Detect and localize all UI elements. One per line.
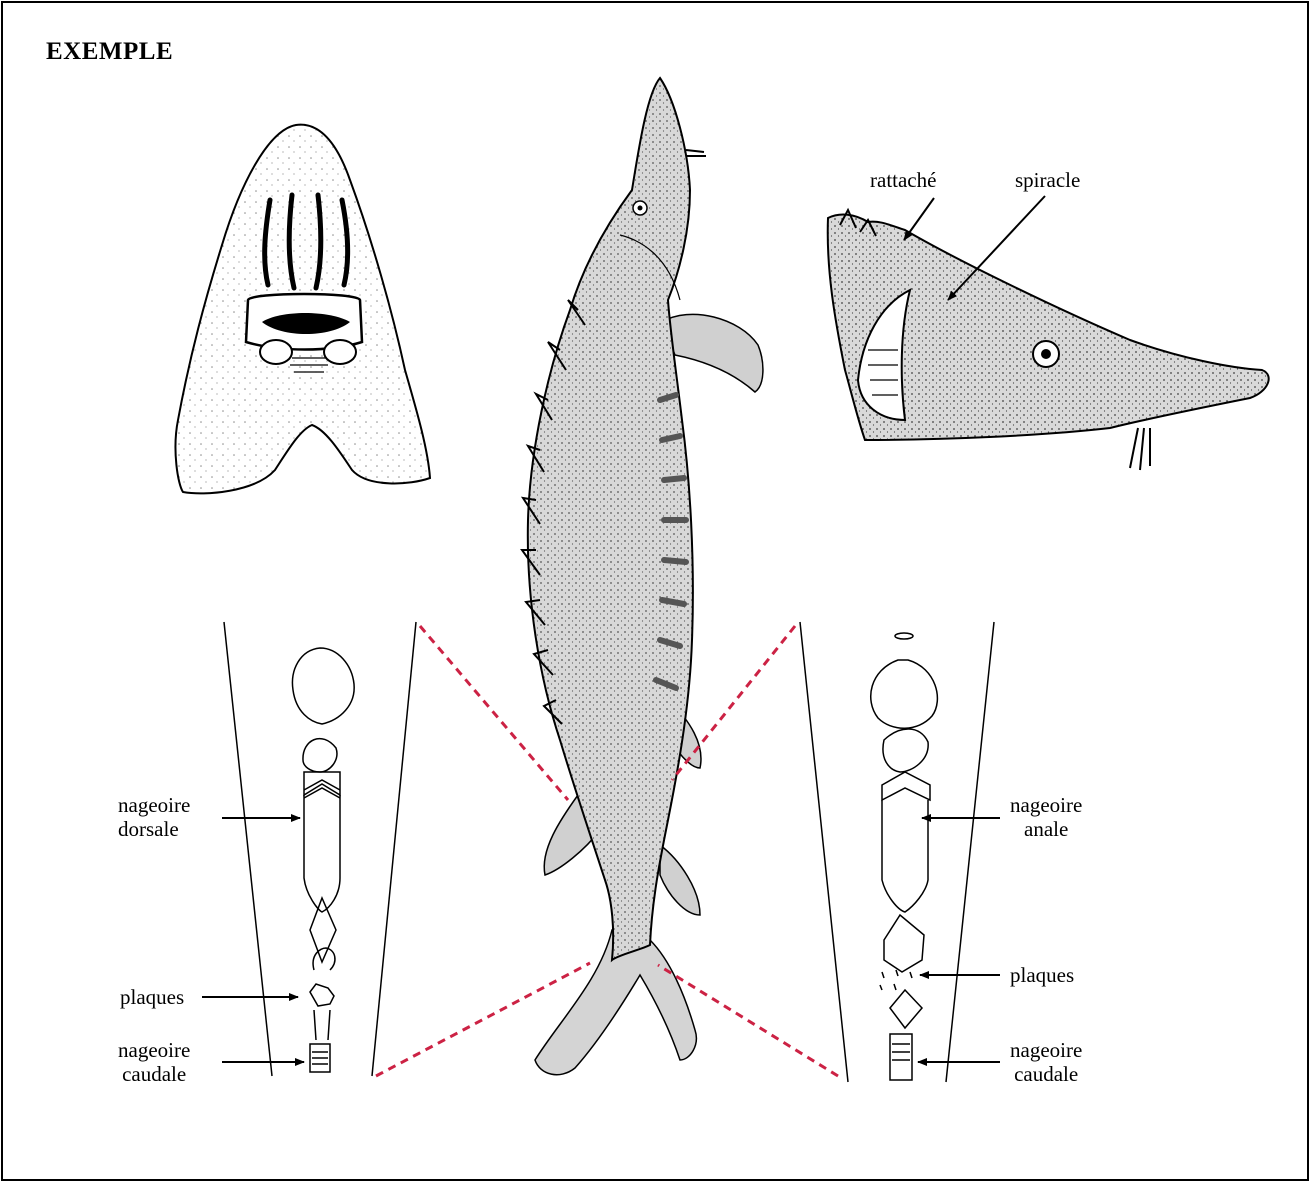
label-plates-left: plaques bbox=[120, 985, 184, 1009]
label-plates-right: plaques bbox=[1010, 963, 1074, 987]
label-dorsal-fin: nageoire dorsale bbox=[118, 793, 190, 841]
ventral-plate-detail-icon bbox=[800, 622, 994, 1082]
label-caudal-left: nageoire caudale bbox=[118, 1038, 190, 1086]
label-dorsal-fin-line1: nageoire bbox=[118, 793, 190, 817]
label-anal-fin-line2: anale bbox=[1010, 817, 1082, 841]
label-spiracle: spiracle bbox=[1015, 168, 1080, 192]
dorsal-plate-detail-icon bbox=[224, 622, 416, 1076]
label-caudal-left-line2: caudale bbox=[118, 1062, 190, 1086]
label-caudal-right: nageoire caudale bbox=[1010, 1038, 1082, 1086]
head-lateral-icon bbox=[828, 210, 1269, 470]
sturgeon-main-icon bbox=[522, 78, 763, 1075]
label-dorsal-fin-line2: dorsale bbox=[118, 817, 190, 841]
arrow-attached bbox=[904, 198, 934, 240]
label-attached: rattaché bbox=[870, 168, 936, 192]
label-anal-fin-line1: nageoire bbox=[1010, 793, 1082, 817]
label-caudal-right-line1: nageoire bbox=[1010, 1038, 1082, 1062]
label-anal-fin: nageoire anale bbox=[1010, 793, 1082, 841]
head-ventral-icon bbox=[175, 125, 430, 494]
label-caudal-right-line2: caudale bbox=[1010, 1062, 1082, 1086]
label-caudal-left-line1: nageoire bbox=[118, 1038, 190, 1062]
